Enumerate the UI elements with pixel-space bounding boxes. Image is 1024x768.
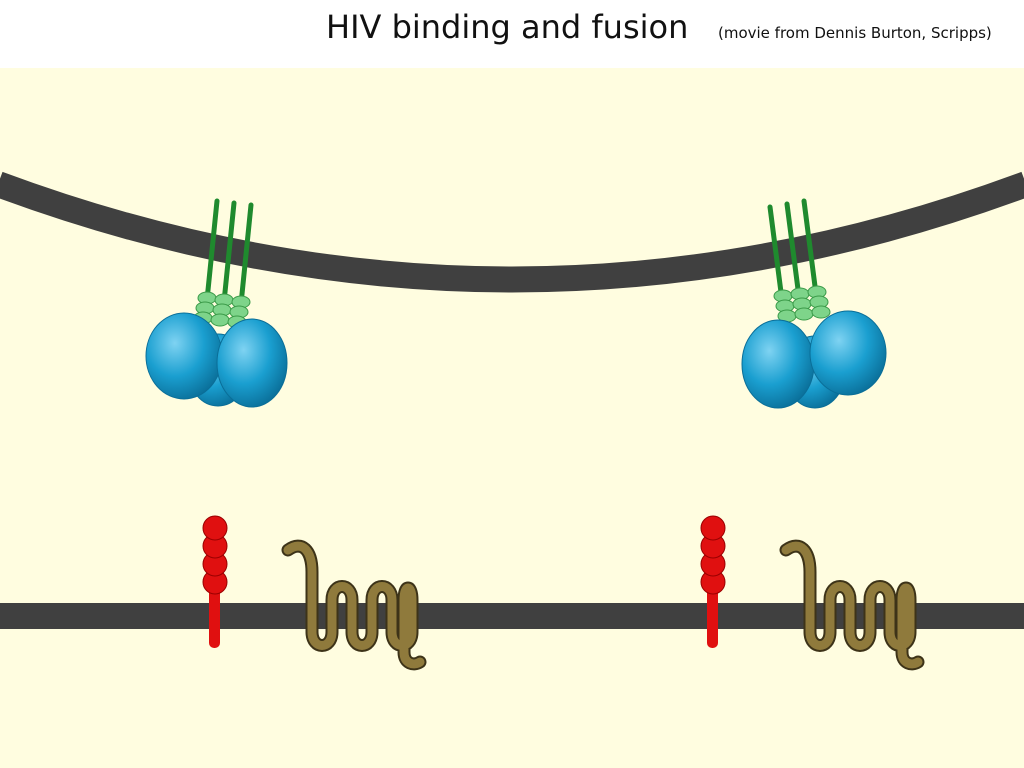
title-bar: HIV binding and fusion (movie from Denni… — [0, 0, 1024, 68]
coreceptor-icon — [779, 539, 925, 671]
env-spike-icon — [741, 198, 887, 409]
env-spike-icon — [145, 198, 288, 408]
coreceptor-icon — [281, 539, 427, 671]
cd4-receptor-icon — [202, 515, 228, 648]
diagram-background — [0, 68, 1024, 768]
diagram-stage — [0, 68, 1024, 768]
hiv-fusion-diagram — [0, 68, 1024, 768]
slide-subtitle: (movie from Dennis Burton, Scripps) — [718, 24, 992, 42]
cd4-receptor-icon — [700, 515, 726, 648]
virus-membrane-icon — [0, 171, 1024, 293]
slide-title: HIV binding and fusion — [326, 8, 689, 46]
